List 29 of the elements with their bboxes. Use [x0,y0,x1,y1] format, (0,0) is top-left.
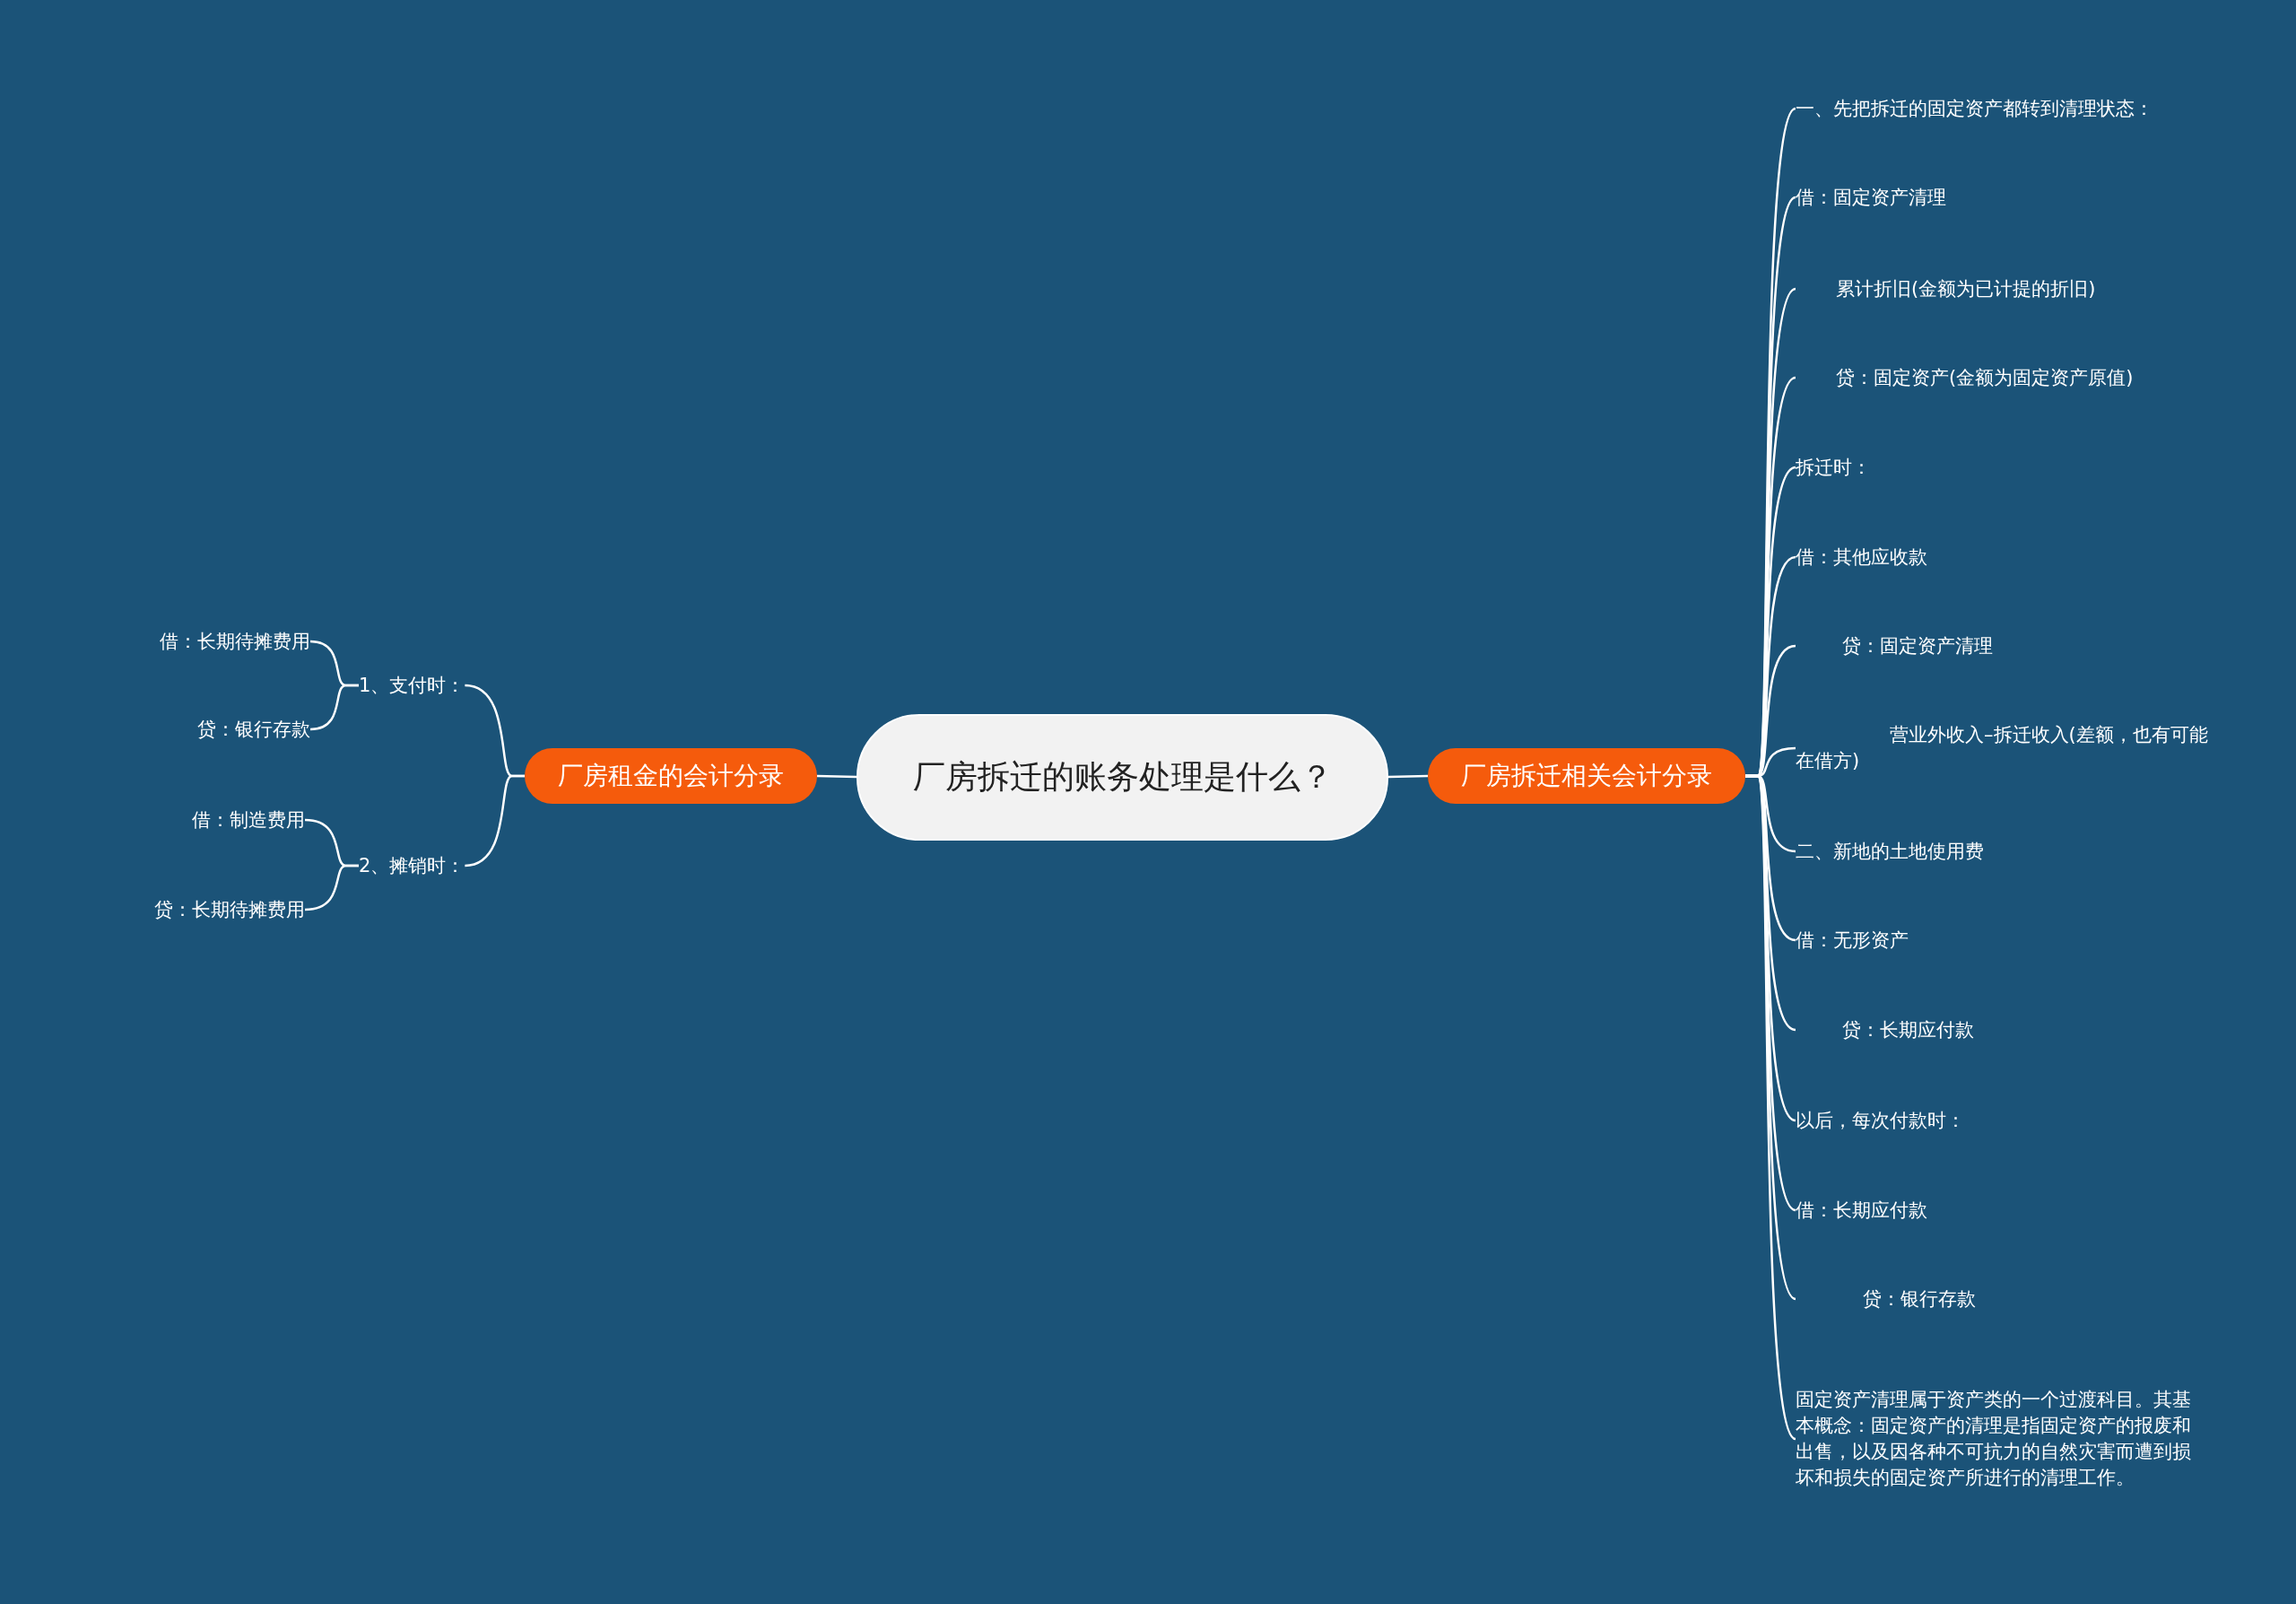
connector-line [304,864,359,911]
topic-text: 贷：固定资产清理 [1796,632,1993,659]
connector-line [309,684,359,731]
topic-text: 拆迁时： [1796,454,1871,481]
topic-text: 贷：固定资产(金额为固定资产原值) [1796,364,2134,391]
topic-text: 借：其他应收款 [1796,544,1927,571]
topic-text: 累计折旧(金额为已计提的折旧) [1796,275,2096,302]
central-topic: 厂房拆迁的账务处理是什么？ [857,713,1388,841]
branch-topic: 厂房租金的会计分录 [525,748,817,804]
connector-line [465,774,525,867]
topic-text: 借：长期应付款 [1796,1197,1927,1224]
topic-text: 一、先把拆迁的固定资产都转到清理状态： [1796,95,2153,122]
topic-text: 贷：银行存款 [197,716,310,743]
topic-text: 借：无形资产 [1796,927,1909,954]
topic-text: 贷：长期待摊费用 [154,896,305,923]
topic-text: 二、新地的土地使用费 [1796,838,1984,865]
topic-text: 贷：长期应付款 [1796,1016,1974,1043]
topic-text: 借：长期待摊费用 [160,628,310,655]
topic-text: 固定资产清理属于资产类的一个过渡科目。其基本概念：固定资产的清理是指固定资产的报废和出售，以及因各种不可抗力的自然灾害而遭到损坏和损失的固定资产所进行的清理工作。 [1796,1387,2204,1491]
topic-text: 营业外收入–拆迁收入(差额，也有可能在借方) [1796,722,2208,774]
topic-text: 借：制造费用 [192,806,305,833]
topic-text: 2、摊销时： [359,852,465,879]
topic-text: 1、支付时： [359,672,465,699]
connector-line [816,774,857,779]
topic-text: 借：固定资产清理 [1796,184,1946,211]
topic-text: 以后，每次付款时： [1796,1107,1965,1134]
connector-line [1387,774,1429,779]
branch-topic: 厂房拆迁相关会计分录 [1428,748,1745,804]
topic-text: 贷：银行存款 [1796,1286,1976,1312]
